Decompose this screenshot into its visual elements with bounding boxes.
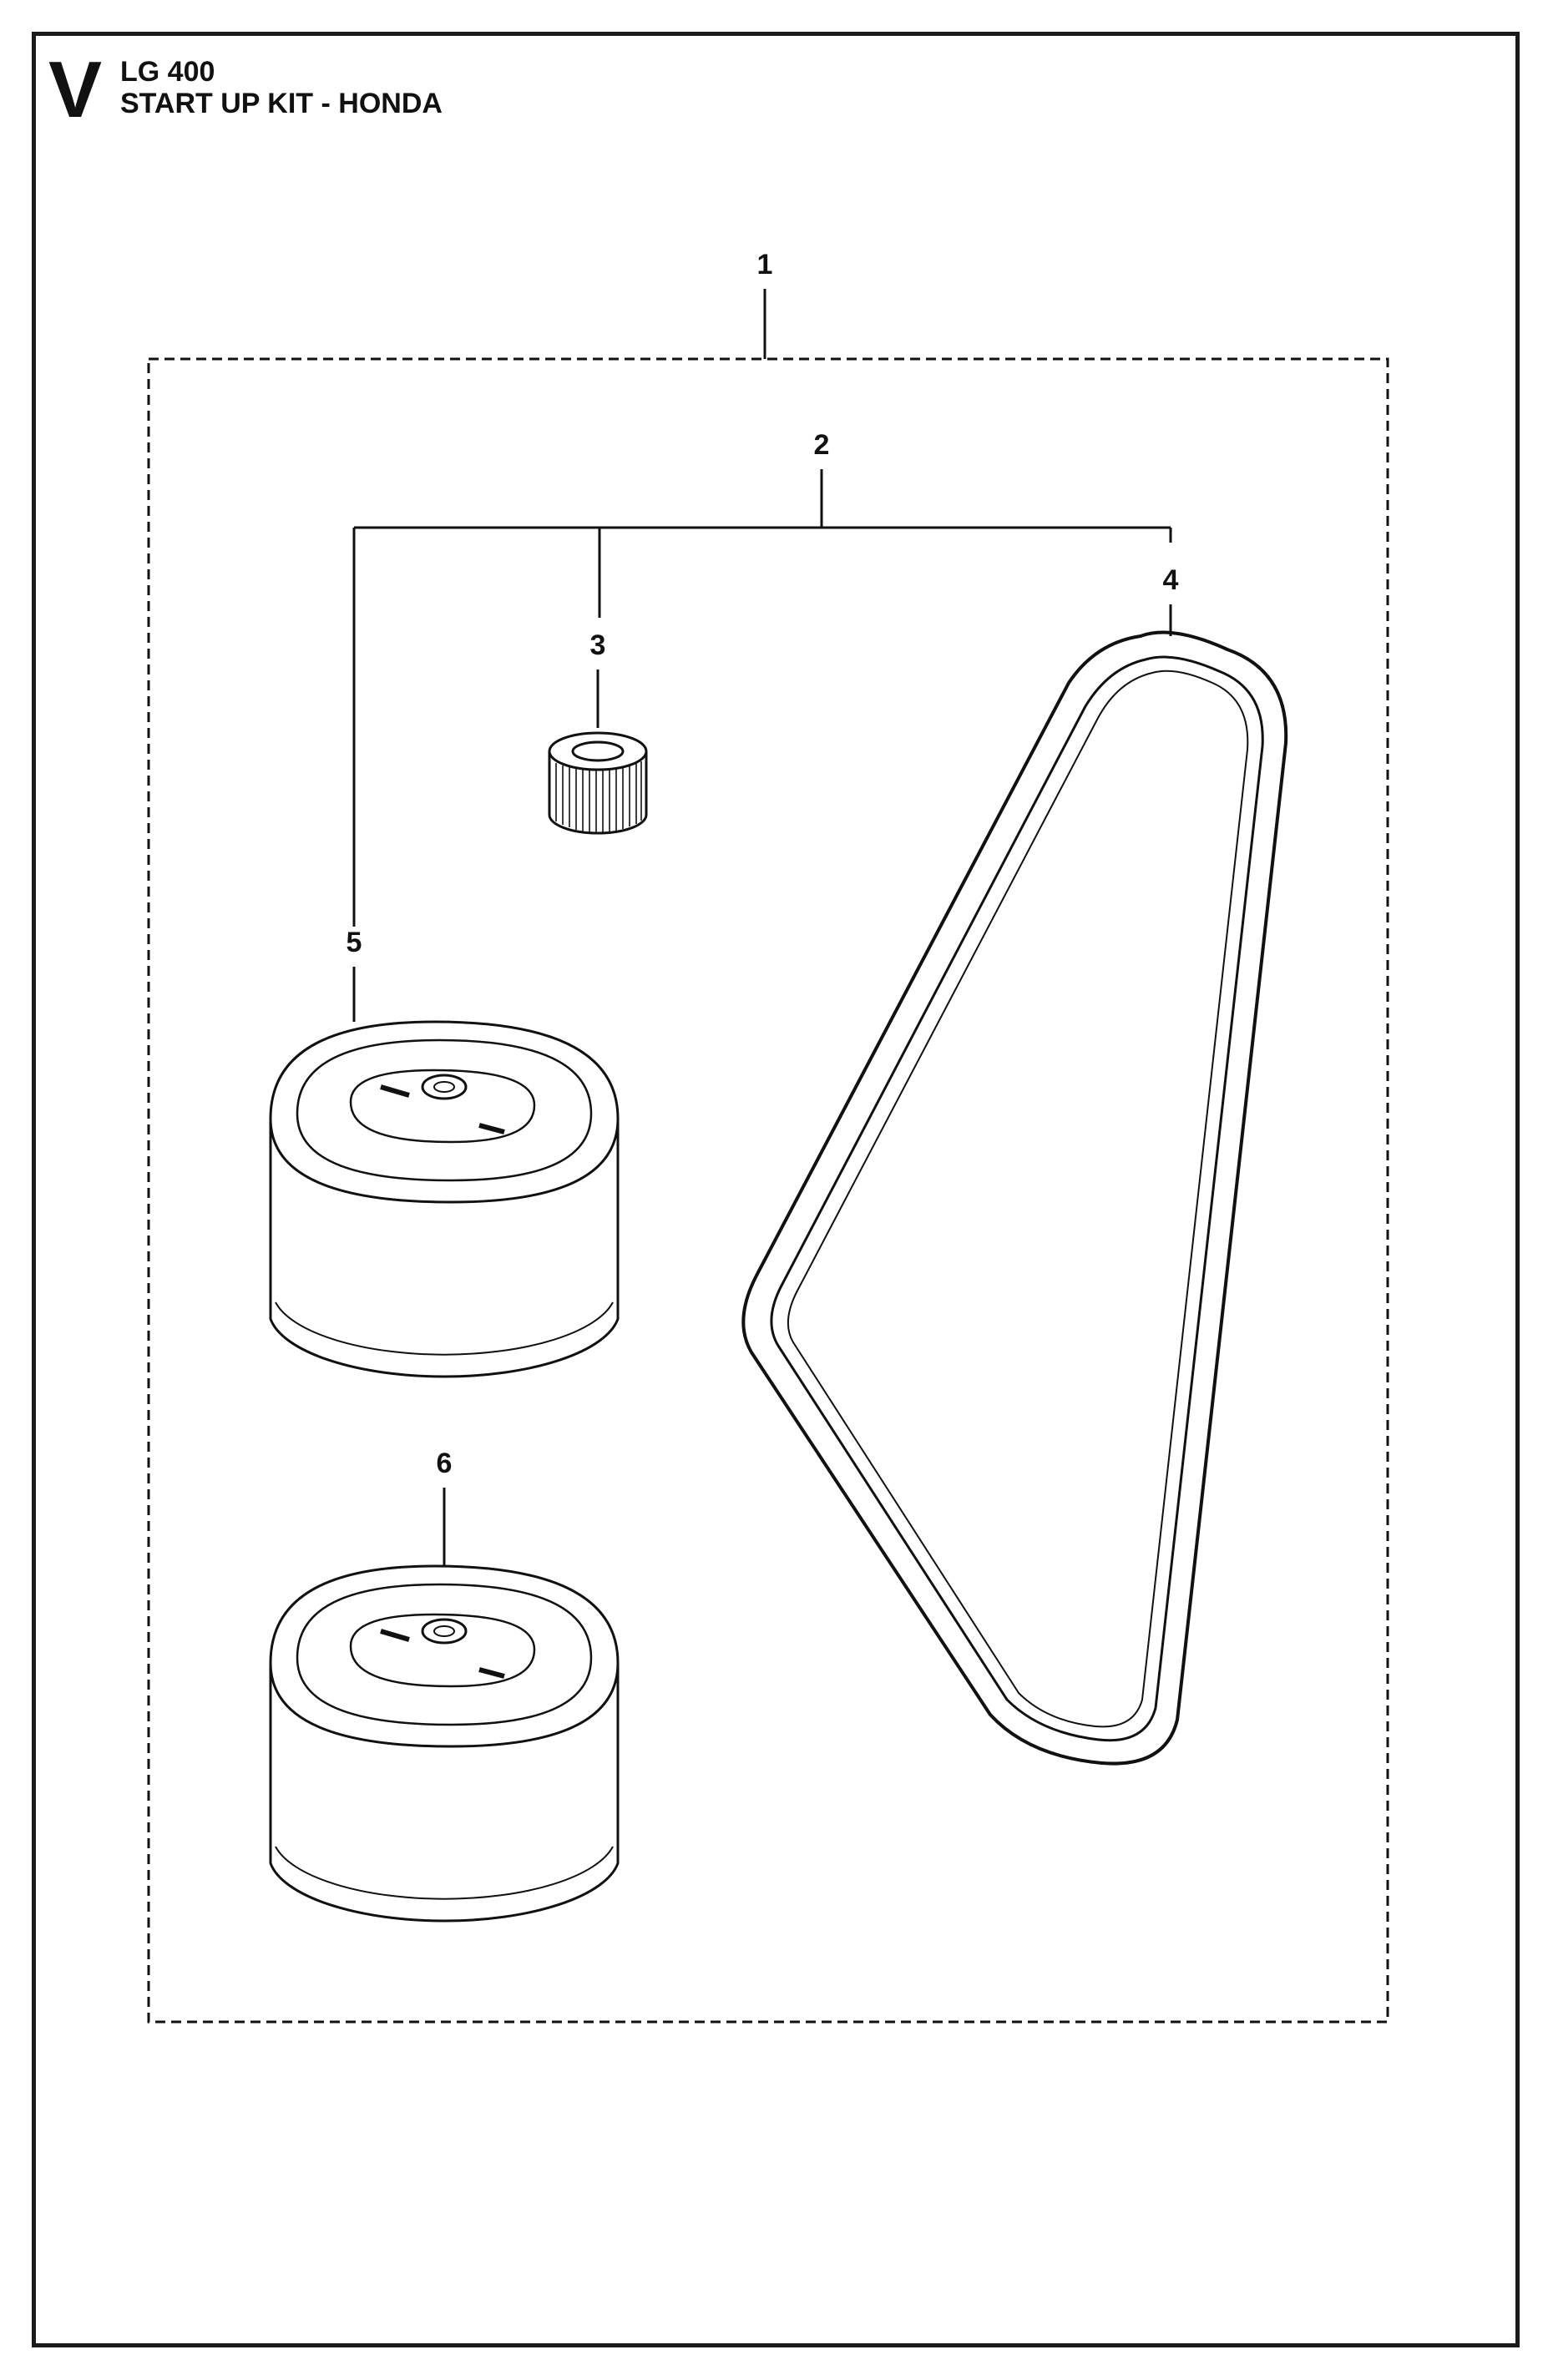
page-border bbox=[32, 32, 1520, 2347]
callout-number: 3 bbox=[590, 629, 606, 661]
diagram-title: START UP KIT - HONDA bbox=[120, 88, 443, 119]
fuel-filter-icon bbox=[548, 731, 648, 835]
callout-number: 5 bbox=[347, 927, 362, 958]
model-name: LG 400 bbox=[120, 56, 215, 88]
callout-5[interactable]: 5 bbox=[347, 927, 362, 1022]
callout-number: 4 bbox=[1163, 564, 1179, 596]
callout-3[interactable]: 3 bbox=[590, 629, 606, 728]
callout-6[interactable]: 6 bbox=[437, 1448, 453, 1566]
callout-number: 2 bbox=[814, 429, 830, 461]
callout-4[interactable]: 4 bbox=[1163, 564, 1179, 636]
kit-boundary bbox=[147, 357, 1389, 2024]
callout-number: 6 bbox=[437, 1448, 453, 1479]
callout-1[interactable]: 1 bbox=[757, 249, 773, 359]
drive-belt-icon bbox=[741, 630, 1288, 1766]
callout-2[interactable]: 2 bbox=[352, 429, 1172, 927]
section-letter: V bbox=[48, 45, 103, 134]
air-filter-icon bbox=[269, 1564, 620, 1923]
air-filter-icon bbox=[269, 1020, 620, 1378]
callout-number: 1 bbox=[757, 249, 773, 280]
leader-bracket bbox=[352, 469, 1172, 927]
